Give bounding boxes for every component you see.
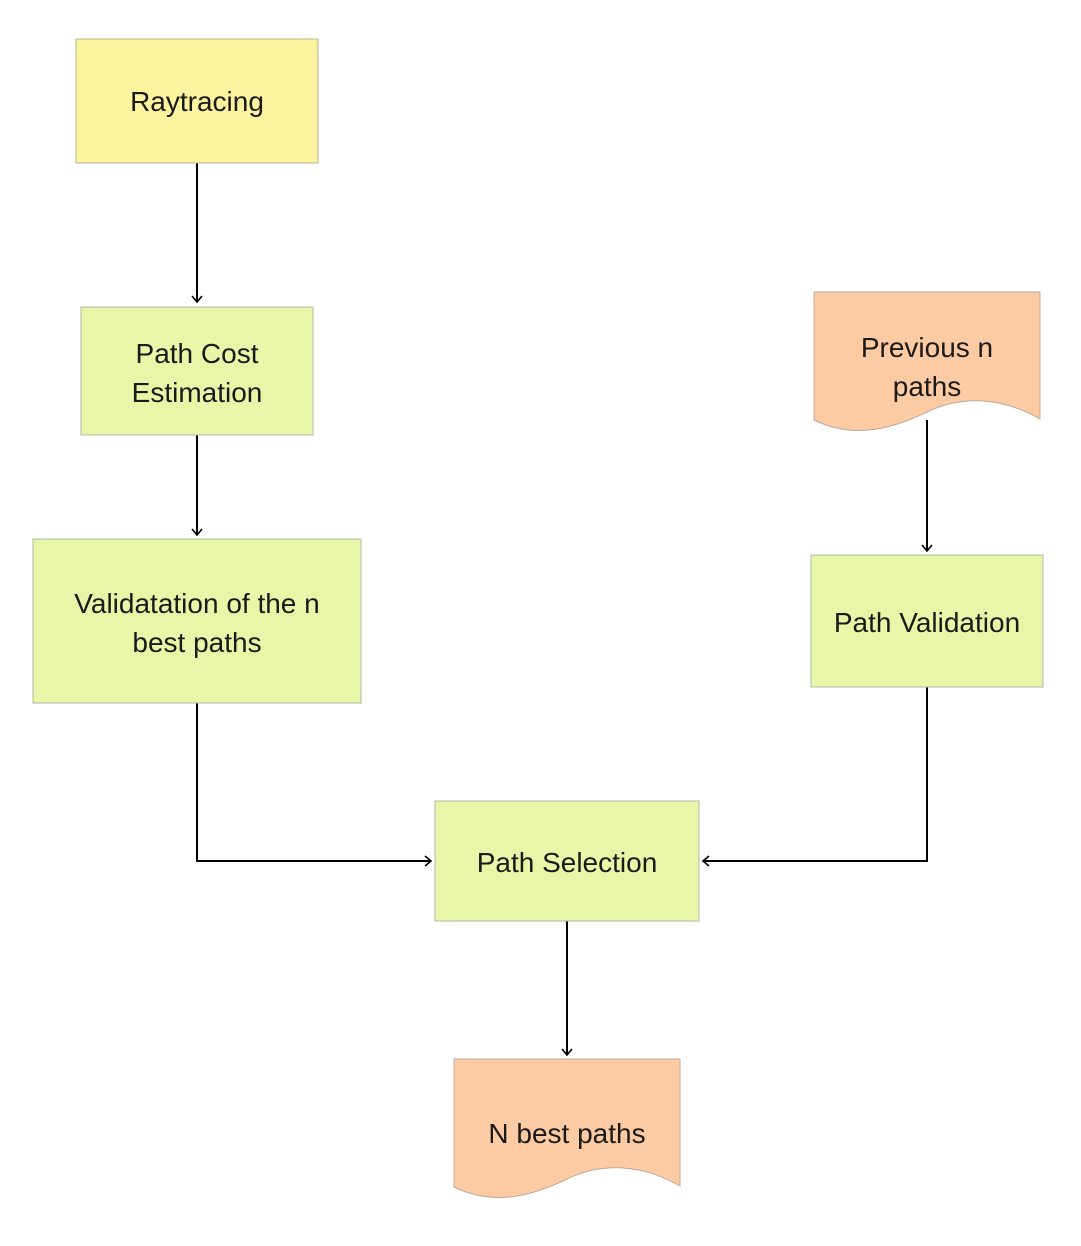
node-raytracing: Raytracing: [75, 38, 319, 164]
process-box: [810, 554, 1044, 688]
node-label-line-2: Estimation: [132, 377, 263, 408]
node-label-line-1: Validatation of the n: [74, 588, 319, 619]
node-label: Path Validation: [834, 607, 1020, 638]
process-box: [75, 38, 319, 164]
edge-path-validation-to-selection: [701, 687, 928, 867]
node-path-validation: Path Validation: [810, 554, 1044, 688]
process-box: [80, 306, 314, 436]
edge-raytracing-to-path-cost: [191, 163, 203, 304]
node-label-line-2: best paths: [132, 627, 261, 658]
node-label: N best paths: [488, 1118, 645, 1149]
edge-validation-to-selection: [196, 703, 433, 867]
node-label-line-1: Path Cost: [136, 338, 259, 369]
node-label-line-1: Previous n: [861, 332, 993, 363]
process-box: [434, 800, 700, 922]
node-label: Raytracing: [130, 86, 264, 117]
node-path-selection: Path Selection: [434, 800, 700, 922]
node-label: Path Selection: [477, 847, 658, 878]
edge-selection-to-n-best: [561, 921, 573, 1057]
node-validation-n-best: Validatation of the n best paths: [32, 538, 362, 704]
edges: [191, 163, 933, 1057]
node-path-cost-estimation: Path Cost Estimation: [80, 306, 314, 436]
node-previous-n-paths: Previous n paths: [813, 291, 1041, 431]
process-box: [32, 538, 362, 704]
node-label-line-2: paths: [893, 371, 962, 402]
edge-path-cost-to-validation: [191, 435, 203, 537]
edge-previous-to-path-validation: [921, 420, 933, 553]
node-n-best-paths: N best paths: [453, 1058, 681, 1198]
document-shape: [453, 1058, 681, 1198]
document-shape: [813, 291, 1041, 431]
